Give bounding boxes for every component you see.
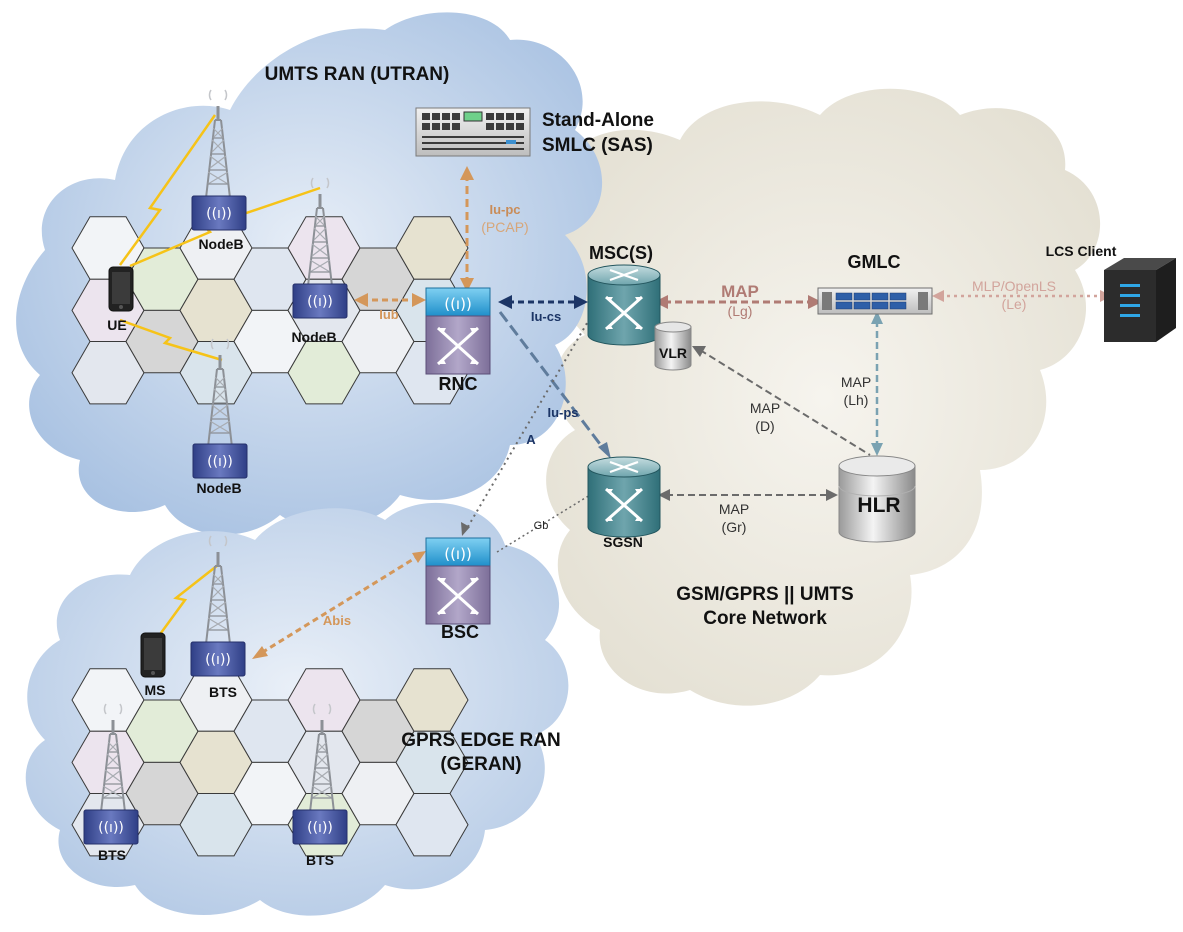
hex-cell (395, 793, 469, 857)
bsc-label: BSC (441, 622, 479, 642)
a-label: A (526, 432, 536, 447)
bts-top-icon (190, 641, 246, 677)
utran-hex-cells (71, 216, 469, 405)
map-d-label-line1: MAP (750, 400, 780, 416)
utran-title: UMTS RAN (UTRAN) (265, 64, 450, 85)
nodeb-right-label: NodeB (291, 329, 336, 345)
lcs-client-server-icon (1104, 258, 1176, 342)
mlp-label-line1: MLP/OpenLS (972, 278, 1056, 294)
sgsn-label: SGSN (603, 534, 643, 550)
bts-left-icon (83, 809, 139, 845)
core-title-line1: GSM/GPRS || UMTS (676, 584, 853, 605)
nodeb-bottom-label: NodeB (196, 480, 241, 496)
map-gr-label-line2: (Gr) (722, 519, 747, 535)
gb-link (496, 494, 591, 553)
bts-right-label: BTS (306, 852, 334, 868)
bsc-controller-icon (424, 536, 492, 626)
sas-server-icon (415, 107, 531, 157)
nodeb-top-label: NodeB (198, 236, 243, 252)
bts-right-icon (292, 809, 348, 845)
iups-label: Iu-ps (547, 405, 578, 420)
a-interface-link (465, 317, 591, 531)
ms-phone-icon (140, 632, 166, 678)
ue-phone-icon (108, 266, 134, 312)
vlr-database-icon (654, 321, 692, 371)
nodeb-bottom-icon (192, 443, 248, 479)
geran-hex-cells (71, 668, 469, 857)
geran-title-line2: (GERAN) (440, 754, 521, 775)
msc-label: MSC(S) (589, 243, 653, 263)
ue-label: UE (107, 317, 126, 333)
map-d-label-line2: (D) (755, 418, 774, 434)
msc-router-icon (586, 263, 662, 347)
map-d-link (699, 349, 871, 456)
links (252, 166, 1112, 659)
abis-label: Abis (323, 613, 351, 628)
sgsn-router-icon (586, 455, 662, 539)
ms-label: MS (145, 682, 166, 698)
iub-label: Iub (379, 307, 399, 322)
gb-label: Gb (534, 520, 549, 532)
nodeb-right-icon (292, 283, 348, 319)
abis-link (257, 553, 421, 657)
map-lh-label-line2: (Lh) (844, 392, 869, 408)
iupc-label-line2: (PCAP) (481, 219, 528, 235)
hlr-database-icon (838, 455, 916, 543)
sas-label-line2: SMLC (SAS) (542, 135, 653, 156)
rnc-label: RNC (439, 374, 478, 394)
rnc-controller-icon (424, 286, 492, 376)
core-network-cloud (546, 88, 1101, 706)
gmlc-label: GMLC (848, 252, 901, 272)
labels: UMTS RAN (UTRAN) GPRS EDGE RAN (GERAN) G… (98, 64, 1117, 868)
map-lg-label-line2: (Lg) (728, 303, 753, 319)
iucs-label: Iu-cs (531, 309, 561, 324)
hlr-label: HLR (857, 494, 900, 517)
gmlc-server-icon (817, 287, 933, 315)
map-lg-label-line1: MAP (721, 282, 759, 301)
lcs-client-label: LCS Client (1046, 243, 1117, 259)
sas-label-line1: Stand-Alone (542, 110, 654, 131)
nodeb-top-icon (191, 195, 247, 231)
iupc-arrow-top (460, 166, 474, 180)
vlr-label: VLR (659, 345, 687, 361)
bts-top-label: BTS (209, 684, 237, 700)
mlp-label-line2: (Le) (1002, 296, 1027, 312)
map-lh-label-line1: MAP (841, 374, 871, 390)
map-gr-label-line1: MAP (719, 501, 749, 517)
bts-left-label: BTS (98, 847, 126, 863)
iupc-arrow-bottom (460, 278, 474, 292)
core-title-line2: Core Network (703, 608, 827, 629)
iupc-label-line1: Iu-pc (489, 202, 520, 217)
geran-title-line1: GPRS EDGE RAN (401, 730, 560, 751)
